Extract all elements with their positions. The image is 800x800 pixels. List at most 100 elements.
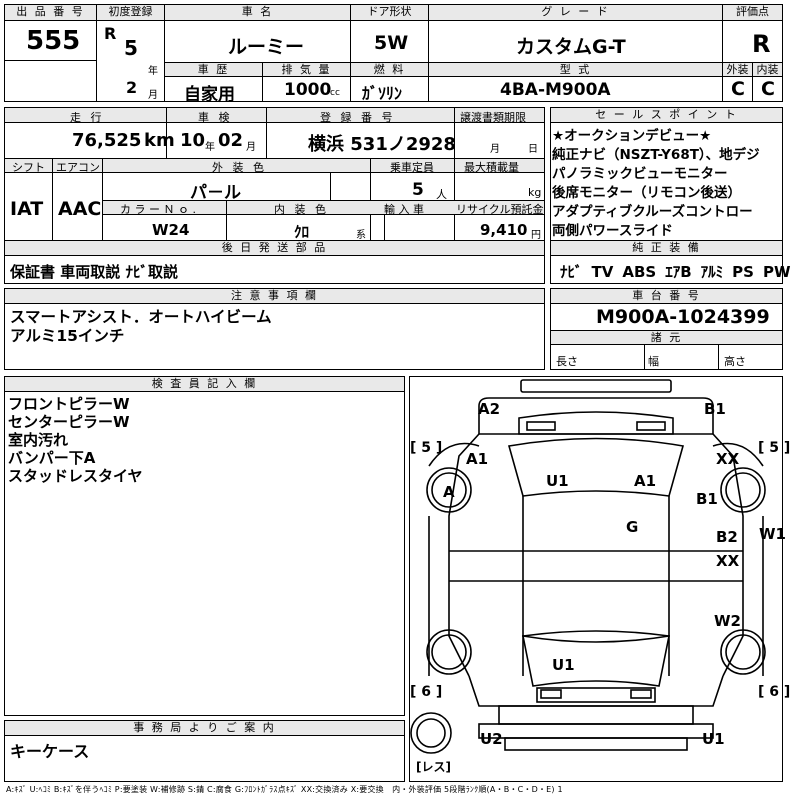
notes-lines: スマートアシスト．オートハイビームアルミ15インチ (10, 308, 272, 346)
equipment-item: ABS (622, 263, 657, 281)
office-value: キーケース (10, 742, 90, 761)
mileage-value: 76,525 (72, 130, 142, 151)
note-line: アルミ15インチ (10, 327, 125, 345)
car-name: ルーミー (228, 36, 305, 58)
later-parts-value: 保証書 車両取説 ﾅﾋﾞ取説 (10, 263, 178, 281)
mark-w1: W1 (759, 525, 786, 543)
capacity-label: 乗車定員 (390, 161, 434, 174)
displacement-unit: cc (330, 88, 340, 98)
mark-xx-door: XX (716, 552, 740, 570)
registration-number: 横浜 531ノ2928 (308, 134, 456, 155)
inspector-note-line: フロントピラーW (8, 395, 130, 413)
recycle-label: リサイクル預託金 (456, 203, 544, 216)
inspector-block (4, 376, 405, 716)
notes-label: 注 意 事 項 欄 (5, 289, 544, 304)
equipment-item: ﾅﾋﾞ (560, 263, 583, 281)
history-value: 自家用 (184, 85, 235, 105)
office-label: 事 務 局 よ り ご 案 内 (5, 721, 404, 736)
first-reg-year: 5 (124, 36, 138, 60)
mark-u1-rear: U1 (552, 656, 575, 674)
first-reg-month: 2 (126, 78, 138, 97)
sales-point-line: 純正ナビ（NSZT-Y68T）、地デジ (552, 147, 760, 163)
spare-tire-status: レス (421, 760, 446, 774)
equipment-label: 純 正 装 備 (551, 241, 782, 256)
fuel-value: ｶﾞｿﾘﾝ (362, 84, 403, 103)
inspection-month-unit: 月 (246, 142, 256, 153)
int-color-value: ｸﾛ (294, 223, 310, 241)
chassis-label: 車 台 番 号 (551, 289, 782, 304)
inspector-note-line: 室内汚れ (8, 431, 69, 449)
color-no-value: W24 (152, 221, 190, 239)
score-value: R (752, 30, 771, 58)
mark-a2: A2 (478, 400, 501, 418)
shift-label: シフト (12, 161, 45, 174)
door-label: ドア形状 (351, 5, 428, 21)
mark-a1-roof: A1 (634, 472, 657, 490)
height-label: 高さ (724, 355, 746, 368)
transfer-month-unit: 月 (490, 144, 500, 155)
recycle-value: 9,410 (480, 221, 528, 239)
inspection-year-unit: 年 (205, 142, 215, 153)
model-label: 型 式 (429, 63, 722, 77)
mark-b1-right: B1 (696, 490, 718, 508)
inspection-month: 02 (218, 130, 244, 151)
mark-xx-right: XX (716, 450, 740, 468)
mark-a-wheel: A (443, 483, 455, 501)
mark-u2: U2 (480, 730, 503, 748)
load-label: 最大積載量 (464, 161, 519, 174)
sales-point-line: ★オークションデビュー★ (552, 128, 712, 144)
sales-lines: ★オークションデビュー★純正ナビ（NSZT-Y68T）、地デジパノラミックビュー… (552, 127, 782, 241)
sales-point-line: 両側パワースライド (552, 223, 673, 239)
exterior-label: 外装 (723, 63, 752, 77)
equipment-item: ｴｱB (665, 263, 692, 281)
transfer-label: 譲渡書類期限 (460, 111, 526, 124)
score-label: 評価点 (723, 5, 782, 21)
ac-label: エアコン (56, 161, 100, 174)
mileage-unit: km (144, 130, 175, 151)
sales-label: セ ー ル ス ポ イ ン ト (551, 108, 782, 123)
transfer-day-unit: 日 (528, 144, 538, 155)
mark-w2: W2 (714, 612, 741, 630)
mark-b2: B2 (716, 528, 738, 546)
ext-color-label: 外 装 色 (212, 161, 267, 174)
capacity-value: 5 (412, 180, 424, 200)
int-color-unit: 系 (356, 230, 366, 241)
fuel-label: 燃 料 (351, 63, 428, 77)
displacement-value: 1000 (284, 80, 332, 100)
inspection-year: 10 (180, 130, 206, 151)
mark-b1-top: B1 (704, 400, 726, 418)
import-label: 輸 入 車 (384, 203, 424, 216)
tire-rear-left: 6 (421, 684, 432, 700)
length-label: 長さ (556, 355, 578, 368)
width-label: 幅 (648, 355, 659, 368)
car-outline-diagram (410, 379, 766, 754)
inspector-label: 検 査 員 記 入 欄 (5, 377, 404, 392)
first-reg-label: 初度登録 (97, 5, 164, 21)
grade-label: グ レ ー ド (429, 5, 722, 21)
recycle-unit: 円 (531, 230, 541, 241)
mileage-label: 走 行 (70, 111, 105, 124)
ext-color-value: パ－ル (190, 183, 241, 203)
tire-front-right: 5 (769, 440, 780, 456)
reg-no-label: 登 録 番 号 (320, 111, 396, 124)
sales-point-line: 後席モニター（リモコン後送） (552, 185, 741, 201)
int-color-label: 内 装 色 (274, 203, 329, 216)
interior-value: C (761, 78, 775, 100)
interior-label: 内装 (753, 63, 782, 77)
chassis-number: M900A-1024399 (596, 306, 770, 328)
inspector-note-line: センターピラーW (8, 413, 130, 431)
door-value: 5W (374, 32, 409, 54)
mark-u1-roof: U1 (546, 472, 569, 490)
tire-front-left: 5 (421, 440, 432, 456)
lot-number: 555 (26, 26, 81, 56)
equipment-item: TV (591, 263, 614, 281)
shift-value: IAT (10, 198, 44, 220)
color-no-label: カ ラ ー Ｎ ｏ . (120, 203, 196, 216)
equipment-item: ｱﾙﾐ (700, 263, 724, 281)
first-reg-month-unit: 月 (148, 90, 158, 101)
first-reg-era: R (104, 24, 117, 43)
car-name-label: 車 名 (165, 5, 350, 21)
mark-u1-bottom: U1 (702, 730, 725, 748)
displacement-label: 排 気 量 (263, 63, 350, 77)
